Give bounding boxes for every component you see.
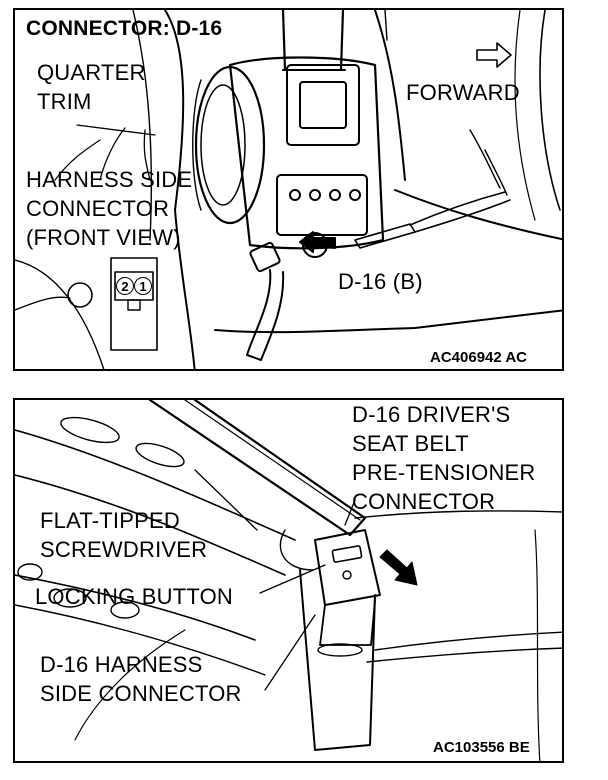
pin-2-label: 2 bbox=[116, 277, 134, 295]
top-figure-panel: CONNECTOR: D-16 QUARTER TRIM FORWARD HAR… bbox=[13, 8, 564, 371]
quarter-trim-label: QUARTER TRIM bbox=[37, 60, 146, 114]
figure-code: AC406942 AC bbox=[430, 349, 527, 366]
connector-disconnection-illustration bbox=[15, 400, 562, 761]
forward-label: FORWARD bbox=[406, 80, 520, 105]
pretensioner-connector-label: D-16 DRIVER'S SEAT BELT PRE-TENSIONER CO… bbox=[352, 402, 536, 514]
locking-button-label: LOCKING BUTTON bbox=[35, 584, 233, 609]
seat-belt-retractor-illustration bbox=[15, 10, 562, 369]
bottom-figure-panel: D-16 DRIVER'S SEAT BELT PRE-TENSIONER CO… bbox=[13, 398, 564, 763]
figure-code: AC103556 BE bbox=[433, 739, 530, 756]
screwdriver-label: FLAT-TIPPED SCREWDRIVER bbox=[40, 508, 208, 562]
connector-title: CONNECTOR: D-16 bbox=[26, 17, 223, 40]
harness-side-connector-label: D-16 HARNESS SIDE CONNECTOR bbox=[40, 652, 242, 706]
pin-1-label: 1 bbox=[134, 277, 152, 295]
harness-side-connector-label: HARNESS SIDE CONNECTOR (FRONT VIEW) bbox=[26, 167, 193, 250]
d16b-label: D-16 (B) bbox=[338, 269, 423, 294]
